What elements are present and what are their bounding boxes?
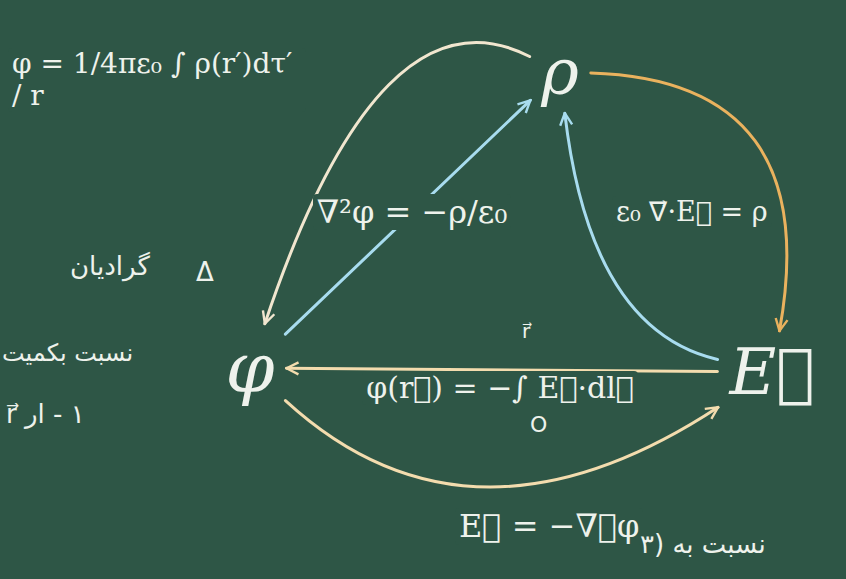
quantity-symbol: E⃗ — [729, 337, 814, 407]
equation-label: ∇²φ = −ρ/ε₀ — [313, 194, 512, 231]
note-text: O — [530, 412, 547, 437]
chalk-arrow — [285, 401, 718, 487]
note-text: نسبت به (۳ — [640, 530, 766, 560]
chalk-arrow — [285, 100, 530, 334]
note-text: نسبت بکمیت — [2, 340, 133, 368]
quantity-node: ρ — [533, 35, 587, 109]
chalk-arrow — [565, 113, 718, 359]
equation-label: E⃗ = −∇⃗φ — [455, 508, 643, 545]
quantity-symbol: φ — [225, 330, 274, 407]
equation-label: ε₀ ∇⃗·E⃗ = ρ — [612, 196, 772, 227]
note-text: Δ — [196, 258, 214, 288]
equation-label: φ = 1/4πε₀ ∫ ρ(r′)dτ′ / r — [8, 48, 306, 112]
note-text: گرادیان — [70, 252, 150, 282]
quantity-node: φ — [217, 328, 282, 409]
equation-label: φ(r⃗) = −∫ E⃗·dl⃗ — [362, 371, 638, 406]
note-text: ۱ - ار r⃗ — [6, 400, 85, 430]
quantity-node: E⃗ — [721, 335, 822, 409]
quantity-symbol: ρ — [541, 37, 579, 107]
note-text: r⃗ — [522, 320, 530, 343]
